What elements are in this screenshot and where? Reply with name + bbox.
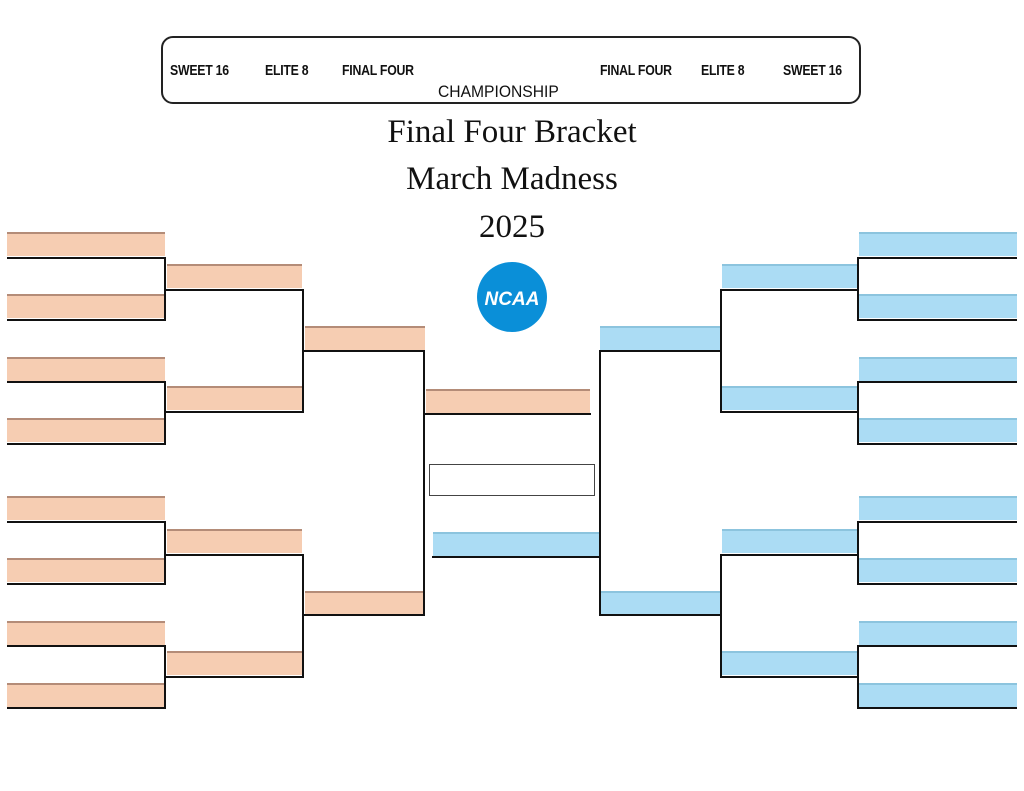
bracket-line [7,319,166,321]
right-sweet16-slot-5[interactable] [859,496,1017,520]
bracket-line [720,289,858,291]
championship-left-slot[interactable] [426,389,590,413]
round-label-right-finalfour: FINAL FOUR [600,62,672,79]
bracket-line [857,645,1017,647]
bracket-line [166,676,303,678]
right-elite8-slot-1[interactable] [722,264,857,288]
bracket-line [164,521,166,585]
right-sweet16-slot-6[interactable] [859,558,1017,582]
bracket-line [432,556,600,558]
left-sweet16-slot-6[interactable] [7,558,165,582]
bracket-line [7,257,166,259]
bracket-line [304,614,425,616]
bracket-line [857,645,859,709]
round-header [161,36,861,104]
left-sweet16-slot-8[interactable] [7,683,165,707]
page-year: 2025 [479,209,545,245]
bracket-line [164,645,166,709]
bracket-line [599,350,601,616]
bracket-line [302,289,304,413]
bracket-line [166,411,303,413]
left-elite8-slot-2[interactable] [167,386,302,410]
right-sweet16-slot-1[interactable] [859,232,1017,256]
round-label-right-sweet16: SWEET 16 [783,62,842,79]
bracket-line [304,350,425,352]
bracket-line [857,583,1017,585]
right-sweet16-slot-3[interactable] [859,357,1017,381]
bracket-line [857,521,1017,523]
right-sweet16-slot-2[interactable] [859,294,1017,318]
champion-box[interactable] [429,464,595,496]
bracket-line [7,583,166,585]
left-sweet16-slot-7[interactable] [7,621,165,645]
left-sweet16-slot-3[interactable] [7,357,165,381]
bracket-line [599,350,721,352]
bracket-line [7,521,166,523]
left-elite8-slot-4[interactable] [167,651,302,675]
championship-right-slot[interactable] [433,532,599,556]
page-title: Final Four Bracket [387,114,637,150]
left-sweet16-slot-2[interactable] [7,294,165,318]
right-sweet16-slot-7[interactable] [859,621,1017,645]
bracket-line [7,645,166,647]
round-label-right-elite8: ELITE 8 [701,62,745,79]
right-elite8-slot-3[interactable] [722,529,857,553]
bracket-line [857,319,1017,321]
bracket-line [857,381,859,445]
right-sweet16-slot-4[interactable] [859,418,1017,442]
round-label-left-elite8: ELITE 8 [265,62,309,79]
bracket-line [857,257,1017,259]
bracket-line [720,676,858,678]
bracket-line [164,381,166,445]
right-elite8-slot-2[interactable] [722,386,857,410]
left-sweet16-slot-5[interactable] [7,496,165,520]
left-sweet16-slot-1[interactable] [7,232,165,256]
bracket-line [720,554,722,678]
right-elite8-slot-4[interactable] [722,651,857,675]
bracket-line [857,443,1017,445]
right-finalfour-slot-1[interactable] [600,326,720,350]
bracket-line [302,554,304,678]
bracket-line [164,257,166,321]
left-elite8-slot-1[interactable] [167,264,302,288]
bracket-line [7,443,166,445]
bracket-line [166,289,303,291]
left-sweet16-slot-4[interactable] [7,418,165,442]
bracket-line [7,381,166,383]
svg-text:NCAA: NCAA [485,289,540,310]
ncaa-logo: NCAA [477,262,547,332]
bracket-line [425,413,591,415]
bracket-line [857,257,859,321]
bracket-line [166,554,303,556]
left-finalfour-slot-1[interactable] [305,326,425,350]
bracket-line [857,707,1017,709]
bracket-line [599,614,721,616]
page-subtitle: March Madness [406,161,618,197]
bracket-line [720,411,858,413]
bracket-line [423,350,425,616]
left-elite8-slot-3[interactable] [167,529,302,553]
bracket-line [720,554,858,556]
bracket-line [7,707,166,709]
round-label-left-finalfour: FINAL FOUR [342,62,414,79]
bracket-line [857,381,1017,383]
right-sweet16-slot-8[interactable] [859,683,1017,707]
bracket-line [720,289,722,413]
round-label-championship: CHAMPIONSHIP [438,82,559,101]
left-finalfour-slot-2[interactable] [305,591,423,615]
right-finalfour-slot-2[interactable] [600,591,720,615]
round-label-left-sweet16: SWEET 16 [170,62,229,79]
bracket-line [857,521,859,585]
